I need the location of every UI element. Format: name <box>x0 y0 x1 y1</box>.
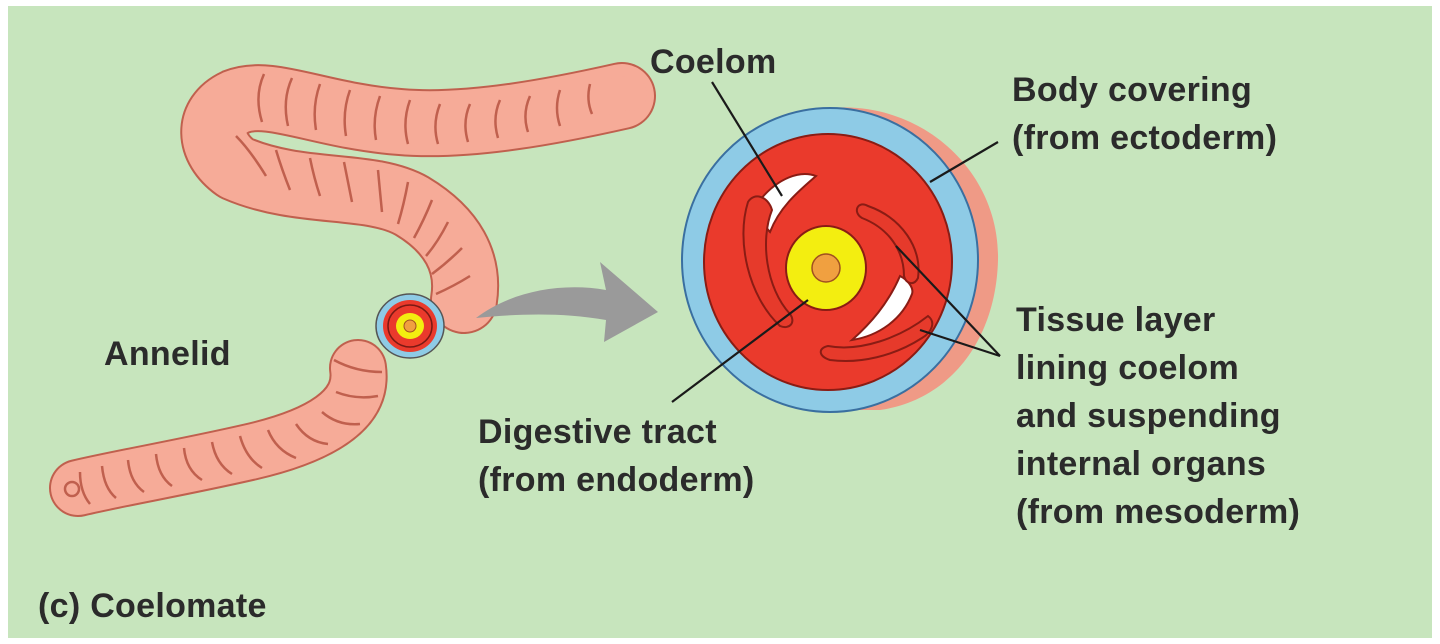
digestive-lumen <box>811 253 841 283</box>
worm-segments-lower <box>78 358 383 505</box>
leader-digestive-tract <box>671 299 809 403</box>
leader-lines <box>671 81 1001 403</box>
worm-segments-upper <box>235 73 594 296</box>
figure-caption: (c) Coelomate <box>38 587 267 625</box>
mesoderm-lining-right <box>855 203 920 284</box>
label-body-covering: Body covering (from ectoderm) <box>1012 71 1278 157</box>
mesoderm-lining-bottom <box>819 314 934 362</box>
label-annelid: Annelid <box>104 335 231 373</box>
leader-tissue-b <box>919 328 1001 358</box>
leader-coelom <box>711 81 783 197</box>
magnify-arrow <box>476 262 658 342</box>
worm-cross-section-small <box>375 293 445 359</box>
worm-mouth <box>63 480 81 498</box>
label-coelom: Coelom <box>650 43 777 81</box>
label-tissue-layer: Tissue layer lining coelom and suspendin… <box>1016 301 1301 531</box>
leader-body-covering <box>929 141 999 183</box>
leader-tissue-a <box>895 245 1001 357</box>
cross-section-large <box>681 107 999 413</box>
annelid-worm <box>49 62 656 517</box>
label-digestive-tract: Digestive tract (from endoderm) <box>478 413 755 499</box>
